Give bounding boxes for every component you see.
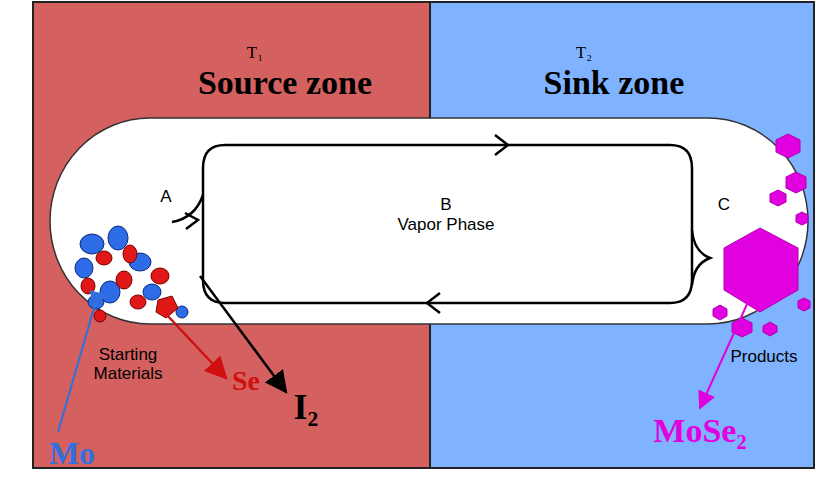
element-label: I₂ (294, 388, 319, 428)
in-arrow (172, 195, 203, 222)
products-label: Products (730, 348, 797, 367)
callout-letter: A (160, 188, 171, 207)
in-arrow-head (185, 213, 198, 229)
temperature-label: T₂ (576, 44, 592, 63)
element-label: Mo (49, 436, 95, 471)
loop-arrow (495, 135, 508, 155)
product-label: MoSe₂ (653, 412, 746, 449)
transport-loop (203, 145, 692, 303)
leader-line (58, 308, 94, 432)
materials-label: Starting Materials (78, 346, 178, 383)
leader-line (166, 314, 226, 378)
zone-title: Source zone (198, 64, 372, 101)
ampoule-tube (50, 118, 808, 324)
temperature-label: T₁ (247, 44, 263, 63)
zone-title: Sink zone (544, 64, 685, 101)
source-zone: T₁Source zone (33, 2, 430, 112)
element-label: Se (232, 366, 260, 397)
loop-arrow (427, 293, 440, 313)
sink-zone: T₂Sink zone (430, 2, 814, 112)
callout-letter: B (440, 196, 451, 215)
phase-label: Vapor Phase (397, 216, 494, 235)
crystal (724, 228, 798, 312)
out-arrow (692, 230, 710, 285)
callout-letter: C (718, 196, 730, 215)
